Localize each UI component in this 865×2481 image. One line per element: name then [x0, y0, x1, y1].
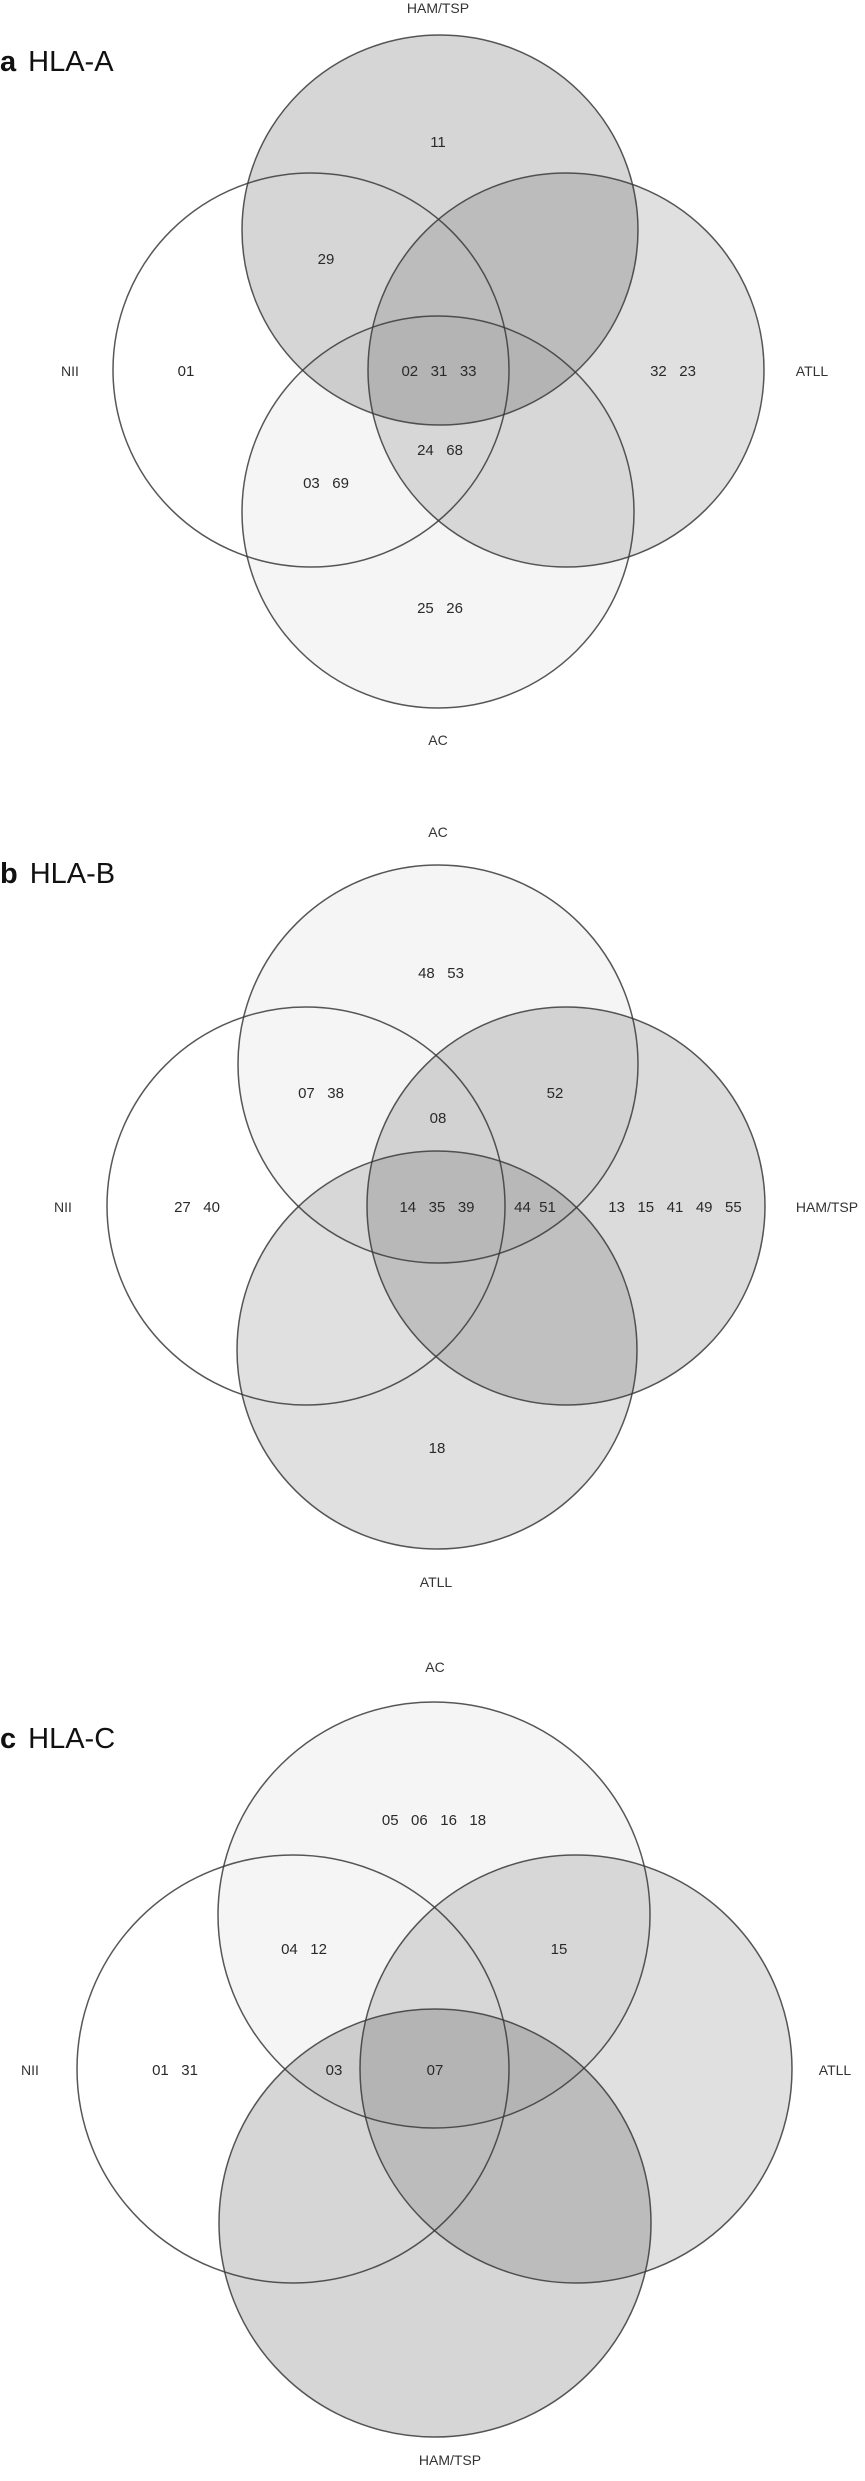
set-label-ac: AC: [425, 1659, 444, 1675]
region-alleles: 52: [547, 1085, 564, 1102]
set-label-ham-tsp: HAM/TSP: [419, 2452, 481, 2468]
panel-title: b HLA-B: [0, 860, 115, 889]
venn-panel-b: AC NII HAM/TSP ATLL 48 53 07 38 52 08 27 40 14 35…: [54, 824, 858, 1590]
region-alleles: 48 53: [418, 965, 464, 982]
panel-title-text: HLA-C: [28, 1723, 116, 1755]
venn-panel-a: HAM/TSP NII ATLL AC 11 29 01 02 31 33 32 23 24 68…: [61, 0, 828, 748]
panel-letter: b: [0, 858, 18, 890]
set-label-atll: ATLL: [420, 1574, 453, 1590]
set-outline-ham-tsp: [218, 2008, 652, 2438]
set-label-ac: AC: [428, 824, 447, 840]
panel-letter: c: [0, 1723, 17, 1755]
region-alleles: 02 31 33: [401, 363, 476, 380]
region-alleles: 11: [430, 134, 446, 151]
region-alleles: 13 15 41 49 55: [608, 1199, 741, 1216]
region-alleles: 01: [178, 363, 195, 380]
region-alleles: 18: [429, 1440, 446, 1457]
panel-letter: a: [0, 46, 17, 78]
region-alleles: 24 68: [417, 442, 463, 459]
set-fill-ham-tsp: [219, 2009, 651, 2437]
set-outline-nii: [106, 1006, 506, 1406]
region-alleles: 03: [326, 2062, 343, 2079]
set-fill-atll: [368, 173, 764, 567]
set-outline-ham-tsp: [241, 34, 639, 426]
set-fill-ac: [242, 316, 634, 708]
set-label-nii: NII: [61, 363, 79, 379]
set-fill-atll: [237, 1151, 637, 1549]
set-label-ham-tsp: HAM/TSP: [796, 1199, 858, 1215]
set-fill-atll: [360, 1855, 792, 2283]
set-label-nii: NII: [21, 2062, 39, 2078]
panel-title-text: HLA-A: [28, 46, 114, 78]
region-alleles: 27 40: [174, 1199, 220, 1216]
set-outline-atll: [367, 172, 765, 568]
region-alleles: 04 12: [281, 1941, 327, 1958]
set-label-nii: NII: [54, 1199, 72, 1215]
set-outline-ham-tsp: [366, 1006, 766, 1406]
region-alleles: 05 06 16 18: [382, 1812, 486, 1829]
set-outline-atll: [236, 1150, 638, 1550]
set-outline-ac: [241, 315, 635, 709]
set-label-ham-tsp: HAM/TSP: [407, 0, 469, 16]
panel-title-text: HLA-B: [29, 858, 116, 890]
panel-title: c HLA-C: [0, 1725, 115, 1754]
panel-a-hla-a: a HLA-A: [0, 0, 865, 770]
set-fill-ham-tsp: [242, 35, 638, 425]
set-outline-ac: [237, 864, 639, 1264]
set-fill-ham-tsp: [367, 1007, 765, 1405]
set-label-atll: ATLL: [796, 363, 829, 379]
region-alleles: 29: [318, 251, 335, 268]
region-alleles: 01 31: [152, 2062, 198, 2079]
set-outline-atll: [359, 1854, 793, 2284]
set-label-ac: AC: [428, 732, 447, 748]
region-alleles: 14 35 39: [399, 1199, 474, 1216]
venn-panel-c: AC NII ATLL HAM/TSP 05 06 16 18 04 12 15 01 31 0…: [21, 1659, 851, 2468]
region-alleles: 25 26: [417, 600, 463, 617]
region-alleles: 08: [430, 1110, 447, 1127]
set-outline-nii: [112, 172, 510, 568]
region-alleles: 07: [427, 2062, 444, 2079]
region-alleles: 03 69: [303, 475, 349, 492]
region-alleles: 15: [551, 1941, 568, 1958]
set-outline-nii: [76, 1854, 510, 2284]
region-alleles: 44 51: [514, 1199, 556, 1216]
region-alleles: 32 23: [650, 363, 696, 380]
set-outline-ac: [217, 1701, 651, 2129]
set-label-atll: ATLL: [819, 2062, 852, 2078]
region-alleles: 07 38: [298, 1085, 344, 1102]
set-fill-ac: [238, 865, 638, 1263]
set-fill-ac: [218, 1702, 650, 2128]
panel-title: a HLA-A: [0, 48, 114, 77]
